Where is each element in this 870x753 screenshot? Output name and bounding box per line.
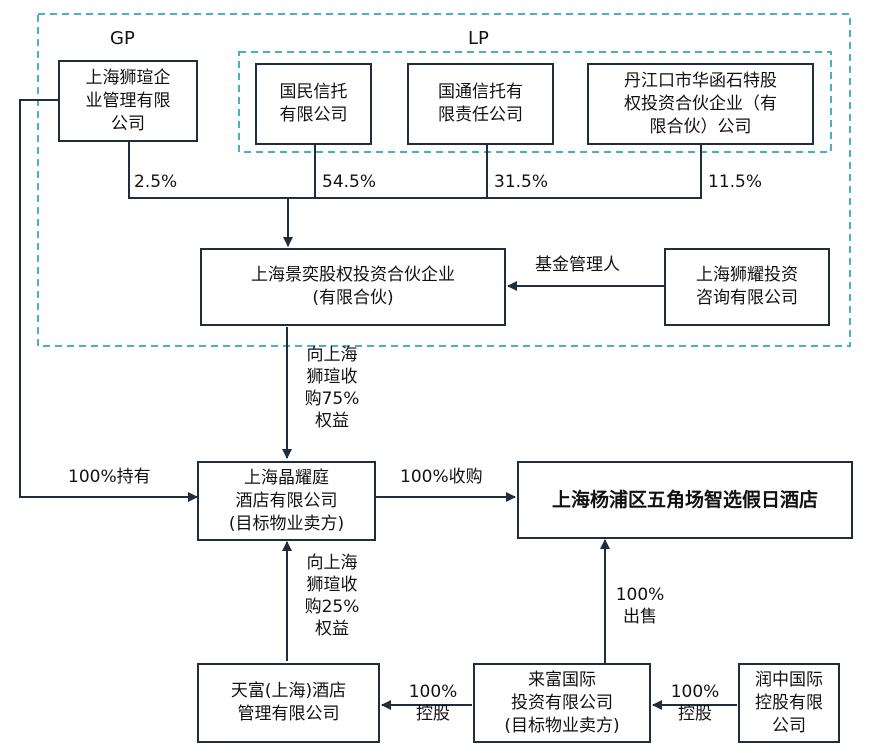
lp1-box: 国民信托 有限公司 [255,63,372,145]
manager-box: 上海狮耀投资 咨询有限公司 [664,248,830,326]
gp-share-label: 2.5% [134,172,178,192]
laifu-box: 来富国际 投资有限公司 (目标物业卖方) [473,663,651,743]
lp2-box: 国通信托有 限责任公司 [407,63,554,145]
gp-hold-line [19,99,198,502]
control-laifu-label: 100% 控股 [670,682,720,724]
acquire-100-label: 100%收购 [400,467,483,487]
seller-box: 上海晶耀庭 酒店有限公司 (目标物业卖方) [197,461,376,541]
acquire-25-label: 向上海 狮瑄收 购25% 权益 [304,553,360,639]
runzhong-box: 润中国际 控股有限 公司 [738,663,840,743]
fund-manager-label: 基金管理人 [535,255,620,275]
hotel-box: 上海杨浦区五角场智选假日酒店 [517,461,853,539]
fund-box: 上海景奕股权投资合伙企业 (有限合伙) [200,248,506,326]
control-tianfu-label: 100% 控股 [408,682,458,724]
lp-header: LP [468,28,489,49]
lp-dashed-frame [238,51,832,153]
lp3-box: 丹江口市华函石特股 权投资合伙企业（有 限合伙）公司 [587,63,814,145]
lp2-share-label: 31.5% [494,172,549,192]
tianfu-box: 天富(上海)酒店 管理有限公司 [197,663,380,743]
gp-header: GP [110,28,135,49]
lp3-share-label: 11.5% [708,172,763,192]
gp-company-box: 上海狮瑄企 业管理有限 公司 [58,60,198,142]
sell-100-label: 100% 出售 [615,585,665,627]
hold-100-label: 100%持有 [68,467,151,487]
lp1-share-label: 54.5% [322,172,377,192]
outer-dashed-frame [37,13,851,347]
acquire-75-label: 向上海 狮瑄收 购75% 权益 [304,345,360,431]
